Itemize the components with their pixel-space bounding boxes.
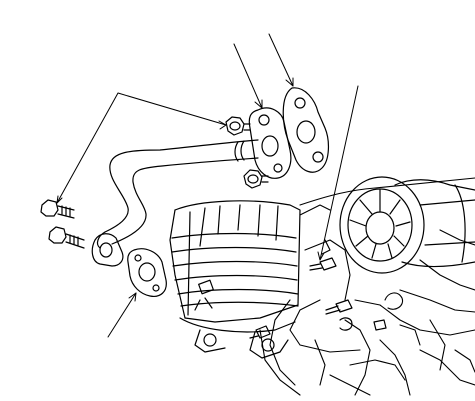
flange-nut-lower — [243, 169, 269, 189]
callout-gasket-upper — [268, 33, 359, 261]
gasket-upper — [282, 87, 329, 173]
oil-filter — [339, 176, 475, 274]
callout-gasket-lower — [107, 292, 137, 338]
engine-block — [259, 177, 475, 396]
engine-studs — [249, 239, 387, 339]
catalytic-converter-heat-shield — [169, 200, 301, 359]
gasket-lower — [127, 248, 167, 297]
pipe-flange-lower — [91, 233, 124, 267]
flange-nut-upper — [225, 116, 251, 136]
pipe-bolt-upper — [40, 199, 75, 219]
pipe-flange-upper — [248, 107, 292, 179]
egr-pipe — [96, 139, 259, 249]
callout-flange-nuts — [56, 92, 227, 204]
callout-pipe-flange — [233, 43, 263, 109]
pipe-bolt-lower — [48, 226, 85, 249]
